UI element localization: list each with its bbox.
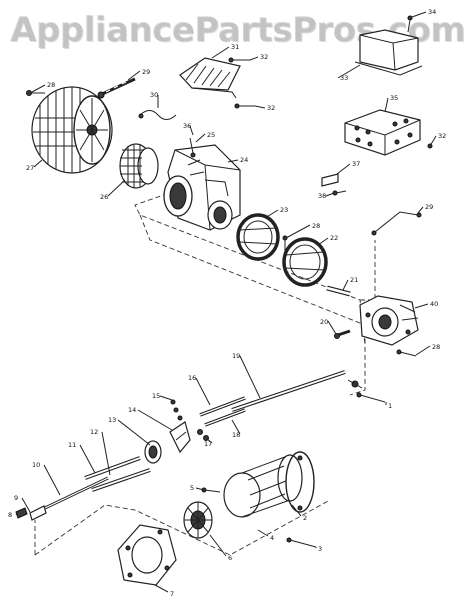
air-tube-part [223, 451, 315, 518]
callout-11: 11 [68, 441, 76, 449]
nozzle-part [29, 505, 47, 521]
blower-housing-part [31, 86, 113, 174]
fitting-part [170, 399, 183, 421]
screw-part [228, 57, 250, 63]
callout-36: 36 [183, 122, 191, 130]
gasket-ring-part [282, 237, 328, 287]
callout-24: 24 [240, 156, 248, 164]
callout-40: 40 [430, 300, 438, 308]
control-base-part [344, 109, 433, 156]
bolt-part [97, 77, 136, 99]
callout-15: 15 [152, 392, 160, 400]
screw-part [26, 90, 45, 96]
assembly-guide-line [34, 499, 331, 556]
callout-31: 31 [231, 43, 239, 51]
callout-3: 3 [318, 545, 322, 553]
callout-34: 34 [428, 8, 436, 16]
callout-32-mid: 32 [267, 104, 275, 112]
callout-29-top: 29 [142, 68, 150, 76]
callout-1: 1 [388, 402, 392, 410]
pump-coupling-part [326, 285, 351, 297]
nozzle-adapter-part [144, 440, 162, 464]
nozzle-line-part [44, 476, 109, 510]
retention-head-part [183, 501, 213, 539]
callout-35: 35 [390, 94, 398, 102]
electrode-tube-part [204, 408, 246, 427]
callout-25: 25 [207, 131, 215, 139]
callout-27: 27 [26, 164, 34, 172]
callout-28-bottom: 28 [432, 343, 440, 351]
callout-23: 23 [280, 206, 288, 214]
fuel-pump-part [359, 295, 419, 346]
callout-32-right: 32 [438, 132, 446, 140]
callout-29-right: 29 [425, 203, 433, 211]
callout-2: 2 [303, 514, 307, 522]
callout-6: 6 [228, 554, 232, 562]
callout-9: 9 [14, 494, 18, 502]
callout-37: 37 [352, 160, 360, 168]
callout-22: 22 [330, 234, 338, 242]
callout-5: 5 [190, 484, 194, 492]
callout-28-top: 28 [47, 81, 55, 89]
assembly-guide-line [139, 214, 366, 396]
callout-14: 14 [128, 406, 136, 414]
callout-16: 16 [188, 374, 196, 382]
oil-tube-part [231, 370, 363, 412]
screw-part [396, 349, 417, 357]
callout-32-top: 32 [260, 53, 268, 61]
callout-7: 7 [170, 590, 174, 598]
callout-21: 21 [350, 276, 358, 284]
screw-part [234, 103, 255, 109]
screw-part [356, 392, 386, 403]
gasket-ring-part [236, 213, 280, 261]
callout-8: 8 [8, 511, 12, 519]
air-shutter-part [179, 57, 241, 99]
mounting-gasket-part [117, 524, 177, 586]
oil-line-part [371, 211, 422, 236]
leader-line [15, 11, 437, 593]
ignition-transformer-part [354, 15, 423, 76]
blower-wheel-part [119, 143, 159, 189]
assembly-guide-line [360, 240, 376, 301]
screw-part [286, 537, 317, 548]
callout-4: 4 [270, 534, 274, 542]
bracket-part [321, 173, 339, 187]
callout-17: 17 [204, 440, 212, 448]
pump-fitting-part [334, 329, 351, 339]
electrode-part [91, 468, 151, 492]
callout-13: 13 [108, 416, 116, 424]
callout-38: 38 [318, 192, 326, 200]
burner-housing-part [163, 137, 241, 231]
callout-28-mid: 28 [312, 222, 320, 230]
spring-clip-part [138, 110, 177, 120]
screw-part [332, 190, 347, 196]
electrode-clamp-part [169, 421, 191, 454]
callout-26: 26 [100, 193, 108, 201]
callout-30: 30 [150, 91, 158, 99]
callout-18: 18 [232, 431, 240, 439]
screw-part [282, 235, 288, 256]
callout-33: 33 [340, 74, 348, 82]
callout-10: 10 [32, 461, 40, 469]
callout-20: 20 [320, 318, 328, 326]
screw-part [201, 487, 221, 493]
electrode-tube-part [199, 396, 246, 417]
callout-19: 19 [232, 352, 240, 360]
electrode-part [84, 456, 141, 480]
nozzle-part [15, 507, 28, 519]
callout-12: 12 [90, 428, 98, 436]
